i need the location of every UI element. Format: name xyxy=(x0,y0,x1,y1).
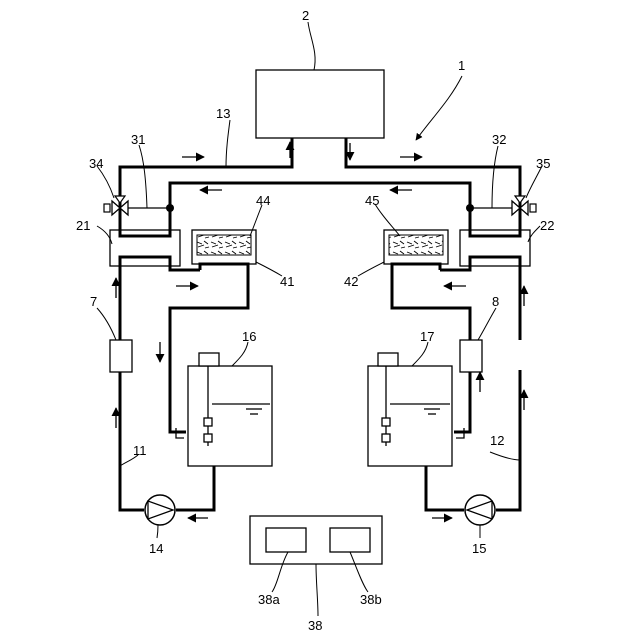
label-pump-left: 14 xyxy=(149,541,163,556)
label-tank-right: 17 xyxy=(420,329,434,344)
controller-part-a-box xyxy=(266,528,306,552)
label-flow-sensor-right: 8 xyxy=(492,294,499,309)
supply-line xyxy=(120,138,520,230)
label-pipe-right: 12 xyxy=(490,433,504,448)
controller-part-b-box xyxy=(330,528,370,552)
label-pump-right: 15 xyxy=(472,541,486,556)
label-junction-left: 31 xyxy=(131,132,145,147)
label-pipe-top: 13 xyxy=(216,106,230,121)
label-valve-left: 34 xyxy=(89,156,103,171)
label-controller: 38 xyxy=(308,618,322,633)
label-controller-part-a: 38a xyxy=(258,592,280,607)
label-tank-left: 16 xyxy=(242,329,256,344)
label-media-right: 45 xyxy=(365,193,379,208)
label-pipe-left: 11 xyxy=(133,443,147,458)
label-filter-right: 42 xyxy=(344,274,358,289)
flow-arrows xyxy=(116,142,524,518)
tank-left-cap xyxy=(199,353,219,366)
label-exchanger-right: 22 xyxy=(540,218,554,233)
label-system: 1 xyxy=(458,58,465,73)
main-unit-box xyxy=(256,70,384,138)
label-main-unit: 2 xyxy=(302,8,309,23)
pump-left-icon xyxy=(145,495,175,525)
valve-right-icon xyxy=(512,196,536,215)
flow-sensor-right-box xyxy=(460,340,482,372)
label-valve-right: 35 xyxy=(536,156,550,171)
tank-right-cap xyxy=(378,353,398,366)
media-right xyxy=(389,235,443,255)
valve-left-icon xyxy=(104,196,128,215)
tank-right-box xyxy=(368,366,452,466)
label-media-left: 44 xyxy=(256,193,270,208)
label-controller-part-b: 38b xyxy=(360,592,382,607)
media-left xyxy=(197,235,251,255)
flow-sensor-left-box xyxy=(110,340,132,372)
tank-left-box xyxy=(188,366,272,466)
label-flow-sensor-left: 7 xyxy=(90,294,97,309)
label-filter-left: 41 xyxy=(280,274,294,289)
system-pointer xyxy=(416,76,462,140)
pump-right-icon xyxy=(465,495,495,525)
label-exchanger-left: 21 xyxy=(76,218,90,233)
label-junction-right: 32 xyxy=(492,132,506,147)
